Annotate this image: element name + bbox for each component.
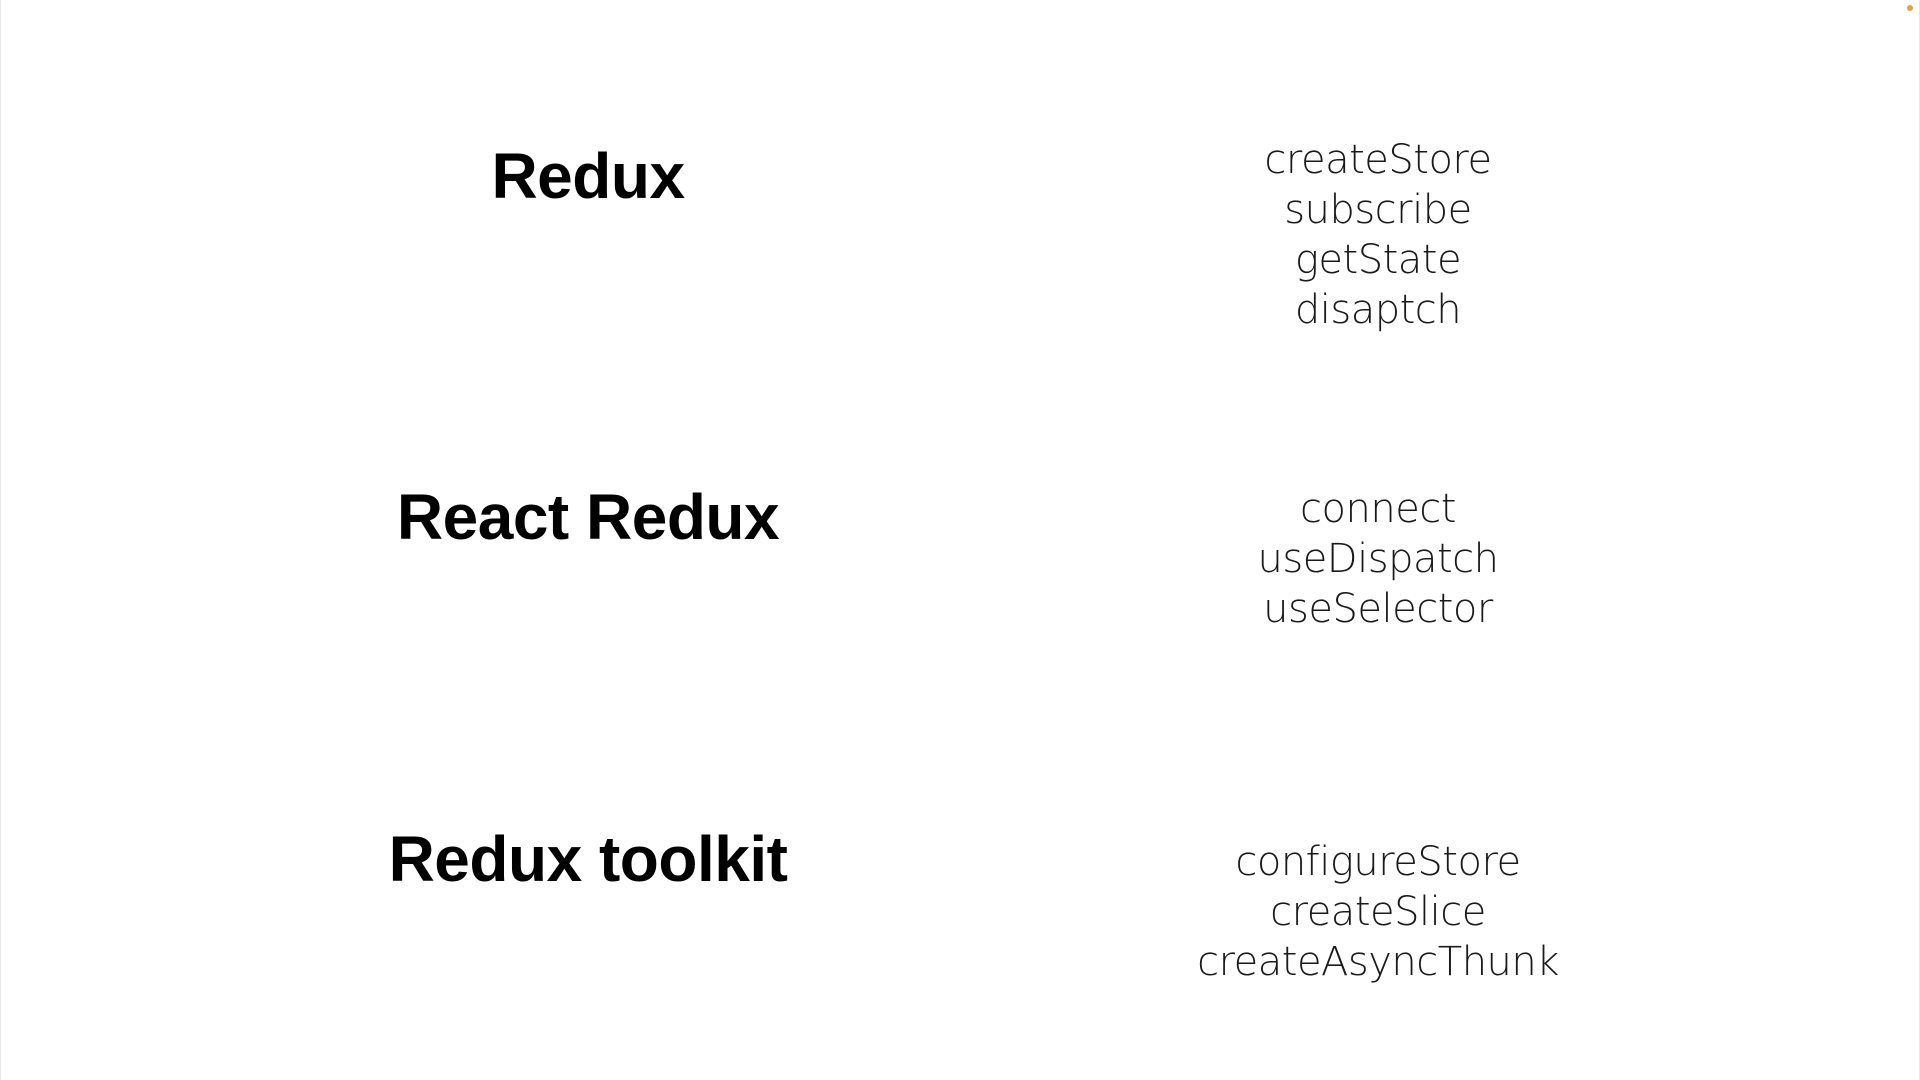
- section-title-redux: Redux: [491, 140, 685, 212]
- section-title-redux-toolkit: Redux toolkit: [388, 823, 788, 895]
- function-item: useDispatch: [1257, 536, 1499, 582]
- function-list-redux-toolkit: configureStore createSlice createAsyncTh…: [1197, 837, 1559, 987]
- function-item: createAsyncThunk: [1197, 939, 1559, 985]
- function-item: disaptch: [1294, 287, 1462, 333]
- function-item: subscribe: [1284, 187, 1472, 233]
- function-item: getState: [1294, 237, 1462, 283]
- function-list-react-redux: connect useDispatch useSelector: [1258, 484, 1499, 634]
- function-item: createStore: [1264, 137, 1492, 183]
- function-item: configureStore: [1235, 839, 1521, 885]
- function-item: createSlice: [1270, 889, 1486, 935]
- function-item: useSelector: [1263, 586, 1493, 632]
- function-list-redux: createStore subscribe getState disaptch: [1264, 135, 1492, 335]
- indicator-dot-icon: [1907, 5, 1913, 11]
- section-title-react-redux: React Redux: [396, 481, 780, 553]
- function-item: connect: [1300, 486, 1456, 532]
